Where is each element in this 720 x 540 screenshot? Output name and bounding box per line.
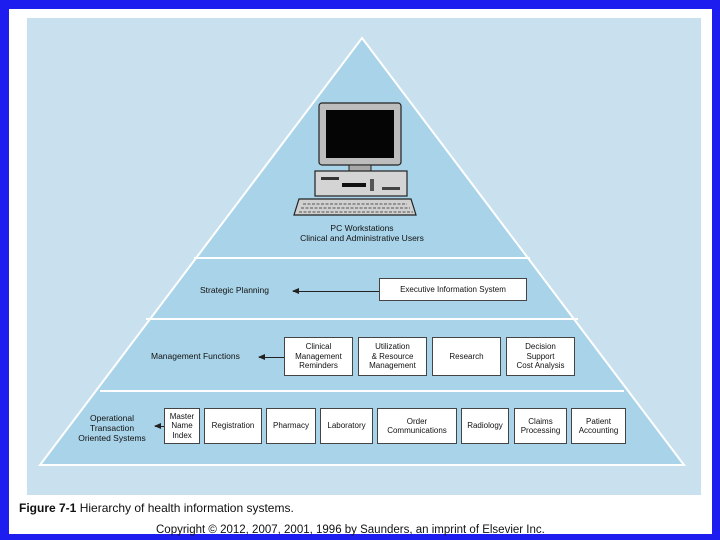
box-utilization-resource-management: Utilization & Resource Management <box>358 337 427 376</box>
copyright-notice: Copyright © 2012, 2007, 2001, 1996 by Sa… <box>156 524 545 536</box>
figure-caption-text: Hierarchy of health information systems. <box>79 501 294 515</box>
tier-label-strategic: Strategic Planning <box>200 285 269 295</box>
apex-label-line2: Clinical and Administrative Users <box>300 233 424 243</box>
box-patient-accounting: Patient Accounting <box>571 408 626 444</box>
box-claims-processing: Claims Processing <box>514 408 567 444</box>
box-laboratory: Laboratory <box>320 408 373 444</box>
arrow-icon <box>154 423 164 429</box>
tier-label-management: Management Functions <box>151 351 240 361</box>
box-research: Research <box>432 337 501 376</box>
box-master-name-index: Master Name Index <box>164 408 200 444</box>
box-order-communications: Order Communications <box>377 408 457 444</box>
box-radiology: Radiology <box>461 408 509 444</box>
box-registration: Registration <box>204 408 262 444</box>
box-decision-support-cost-analysis: Decision Support Cost Analysis <box>506 337 575 376</box>
box-clinical-management-reminders: Clinical Management Reminders <box>284 337 353 376</box>
computer-workstation-icon <box>293 102 417 216</box>
figure-caption: Figure 7-1 Hierarchy of health informati… <box>19 501 294 515</box>
pyramid <box>37 36 687 466</box>
slide: PC Workstations Clinical and Administrat… <box>9 9 712 536</box>
apex-label-line1: PC Workstations <box>330 223 394 233</box>
tier-label-operational: Operational Transaction Oriented Systems <box>78 413 146 443</box>
arrow-icon <box>258 354 284 360</box>
arrow-icon <box>292 288 379 294</box>
box-pharmacy: Pharmacy <box>266 408 316 444</box>
figure-number: Figure 7-1 <box>19 501 77 515</box>
figure-panel: PC Workstations Clinical and Administrat… <box>27 18 701 495</box>
box-executive-information-system: Executive Information System <box>379 278 527 301</box>
